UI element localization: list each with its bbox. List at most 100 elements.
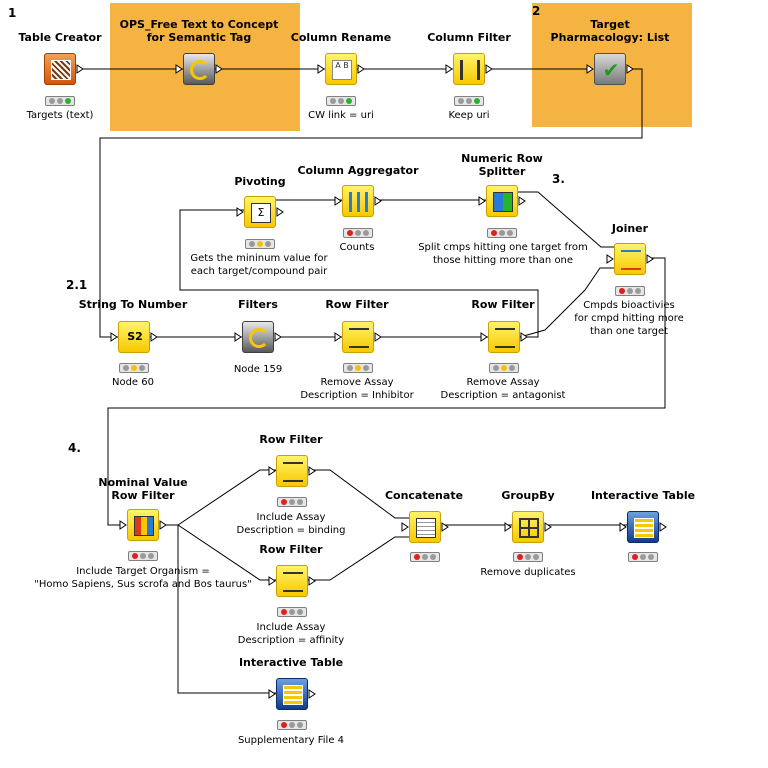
port-triangle[interactable] [401,522,409,532]
status-light [355,365,361,371]
status-indicator [410,552,440,562]
row-filter-icon [495,328,515,348]
joiner-node[interactable] [614,243,646,275]
row-filter-antagonist-node[interactable] [488,321,520,353]
port-triangle[interactable] [478,196,486,206]
port-triangle[interactable] [659,522,667,532]
status-light [281,609,287,615]
port-triangle[interactable] [646,254,654,264]
interactive-table-supplementary-node[interactable] [276,678,308,710]
status-light [347,230,353,236]
port-triangle[interactable] [374,196,382,206]
status-indicator [343,228,373,238]
annotation-2-1: 2.1 [66,278,88,292]
nominal-value-row-filter-node[interactable] [127,509,159,541]
metanode-icon [249,328,269,348]
port-triangle[interactable] [159,520,167,530]
table-icon [283,685,303,705]
port-triangle[interactable] [215,64,223,74]
table-creator-node[interactable] [44,53,76,85]
port-triangle[interactable] [234,332,242,342]
port-triangle[interactable] [441,522,449,532]
port-triangle[interactable] [119,520,127,530]
status-light [289,722,295,728]
node-title: Joiner [611,222,649,235]
node-title: Nominal Value Row Filter [98,476,188,502]
port-triangle[interactable] [504,522,512,532]
wire-nominal-table2 [160,524,276,694]
node-label: Include Target Organism = "Homo Sapiens,… [34,566,252,590]
port-triangle[interactable] [317,64,325,74]
port-triangle[interactable] [276,207,284,217]
port-triangle[interactable] [619,522,627,532]
node-label: Remove Assay Description = Inhibitor [300,377,414,401]
port-triangle[interactable] [76,64,84,74]
port-triangle[interactable] [626,64,634,74]
port-triangle[interactable] [268,466,276,476]
concatenate-node[interactable] [409,511,441,543]
row-filter-icon [283,462,303,482]
port-triangle[interactable] [520,332,528,342]
node-title: Row Filter [325,298,389,311]
status-light [148,553,154,559]
port-triangle[interactable] [518,196,526,206]
string-to-number-node[interactable]: S2 [118,321,150,353]
port-triangle[interactable] [308,576,316,586]
port-triangle[interactable] [308,689,316,699]
row-filter-binding-node[interactable] [276,455,308,487]
status-indicator [45,96,75,106]
row-filter-icon [349,328,369,348]
port-triangle[interactable] [150,332,158,342]
joiner-icon [621,250,641,270]
status-light [346,98,352,104]
port-triangle[interactable] [110,332,118,342]
port-triangle[interactable] [236,207,244,217]
port-triangle[interactable] [606,254,614,264]
port-triangle[interactable] [274,332,282,342]
port-triangle[interactable] [334,196,342,206]
column-filter-node[interactable] [453,53,485,85]
node-title: Row Filter [471,298,535,311]
row-filter-inhibitor-node[interactable] [342,321,374,353]
interactive-table-node[interactable] [627,511,659,543]
node-title: String To Number [78,298,188,311]
status-light [249,241,255,247]
status-light [139,365,145,371]
row-filter-affinity-node[interactable] [276,565,308,597]
port-triangle[interactable] [480,332,488,342]
status-light [363,365,369,371]
filters-metanode[interactable] [242,321,274,353]
status-light [289,499,295,505]
column-aggregator-node[interactable] [342,185,374,217]
status-light [131,365,137,371]
port-triangle[interactable] [308,466,316,476]
node-title: Pivoting [234,175,286,188]
status-indicator [487,228,517,238]
port-triangle[interactable] [586,64,594,74]
column-rename-node[interactable]: A B [325,53,357,85]
status-indicator [454,96,484,106]
node-label: Cmpds bioactivies for cmpd hitting more … [574,300,684,337]
port-triangle[interactable] [374,332,382,342]
status-light [632,554,638,560]
groupby-node[interactable] [512,511,544,543]
status-light [619,288,625,294]
node-label: Include Assay Description = binding [236,512,346,536]
status-light [648,554,654,560]
numeric-row-splitter-node[interactable] [486,185,518,217]
port-triangle[interactable] [175,64,183,74]
port-triangle[interactable] [485,64,493,74]
node-label: Remove duplicates [480,567,576,578]
port-triangle[interactable] [544,522,552,532]
port-triangle[interactable] [445,64,453,74]
port-triangle[interactable] [334,332,342,342]
node-title: Row Filter [259,433,323,446]
port-triangle[interactable] [268,576,276,586]
port-triangle[interactable] [268,689,276,699]
pivoting-node[interactable]: Σ [244,196,276,228]
target-pharmacology-metanode[interactable]: ✔ [594,53,626,85]
ops-free-text-metanode[interactable] [183,53,215,85]
status-light [627,288,633,294]
port-triangle[interactable] [357,64,365,74]
status-light [338,98,344,104]
